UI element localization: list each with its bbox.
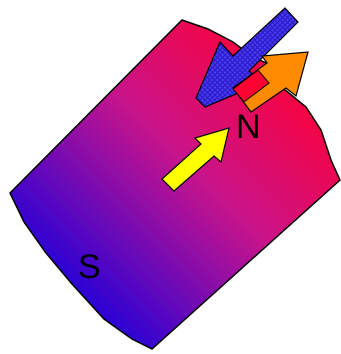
north-pole-label: N (236, 108, 261, 146)
south-pole-label: S (78, 248, 101, 286)
